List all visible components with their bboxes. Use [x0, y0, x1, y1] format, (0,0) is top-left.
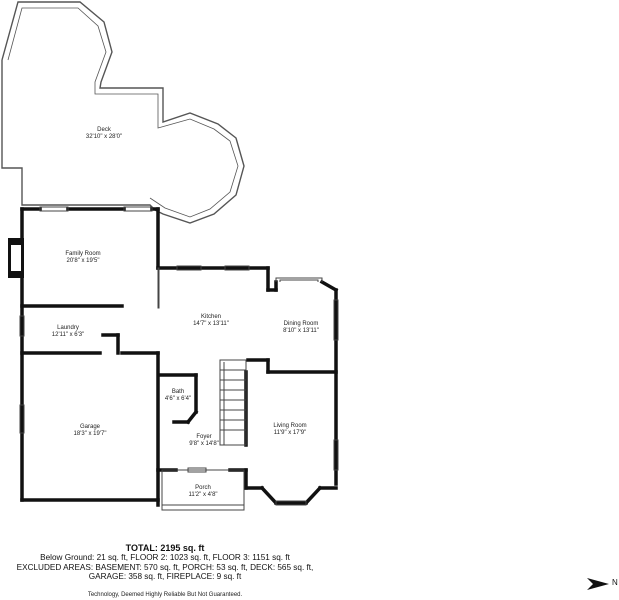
area-line-3: GARAGE: 358 sq. ft, FIREPLACE: 9 sq. ft [88, 572, 242, 582]
porch-label: Porch 11'2" x 4'8" [188, 485, 217, 499]
room-name: Porch [195, 485, 211, 491]
family-room-label: Family Room 20'8" x 19'5" [65, 251, 100, 265]
room-name: Foyer [196, 434, 212, 440]
compass-letter: N [612, 578, 618, 587]
room-name: Kitchen [200, 314, 221, 320]
kitchen-label: Kitchen 14'7" x 13'11" [193, 314, 229, 328]
foyer-label: Foyer 9'8" x 14'8" [189, 434, 219, 448]
dining-room-label: Dining Room 8'10" x 13'11" [283, 321, 319, 335]
living-room-label: Living Room 11'9" x 17'9" [273, 423, 306, 437]
total-area: TOTAL: 2195 sq. ft [125, 543, 205, 553]
room-name: Dining Room [283, 321, 319, 327]
walls [20, 207, 339, 507]
room-dimensions: 4'6" x 6'4" [164, 396, 192, 402]
room-name: Laundry [57, 325, 79, 331]
disclaimer: Technology, Deemed Highly Reliable But N… [87, 592, 243, 598]
room-name: Garage [79, 424, 100, 430]
room-dimensions: 20'8" x 19'5" [66, 258, 100, 264]
room-dimensions: 32'10" x 28'0" [85, 134, 123, 140]
room-name: Bath [171, 389, 185, 395]
windows-and-thin-lines [19, 206, 339, 511]
room-dimensions: 8'10" x 13'11" [283, 328, 319, 334]
room-dimensions: 9'8" x 14'8" [189, 441, 219, 447]
room-dimensions: 11'9" x 17'9" [273, 430, 307, 436]
room-dimensions: 18'3" x 19'7" [73, 431, 107, 437]
room-dimensions: 12'11" x 6'3" [51, 332, 85, 338]
room-name: Living Room [273, 423, 307, 429]
garage-label: Garage 18'3" x 19'7" [74, 424, 107, 438]
area-line-2: EXCLUDED AREAS: BASEMENT: 570 sq. ft, PO… [16, 562, 314, 572]
deck-label: Deck 32'10" x 28'0" [86, 127, 122, 141]
deck-outline [1, 1, 245, 224]
room-dimensions: 11'2" x 4'8" [188, 492, 218, 498]
room-dimensions: 14'7" x 13'11" [193, 321, 229, 327]
area-line-1: Below Ground: 21 sq. ft, FLOOR 2: 1023 s… [40, 553, 290, 563]
fireplace [8, 238, 24, 278]
room-name: Deck [97, 127, 111, 133]
area-summary: TOTAL: 2195 sq. ft Below Ground: 21 sq. … [0, 543, 330, 582]
laundry-label: Laundry 12'11" x 6'3" [52, 325, 84, 339]
room-name: Family Room [65, 251, 101, 257]
bath-label: Bath 4'6" x 6'4" [165, 389, 191, 403]
north-arrow-icon [587, 578, 609, 590]
